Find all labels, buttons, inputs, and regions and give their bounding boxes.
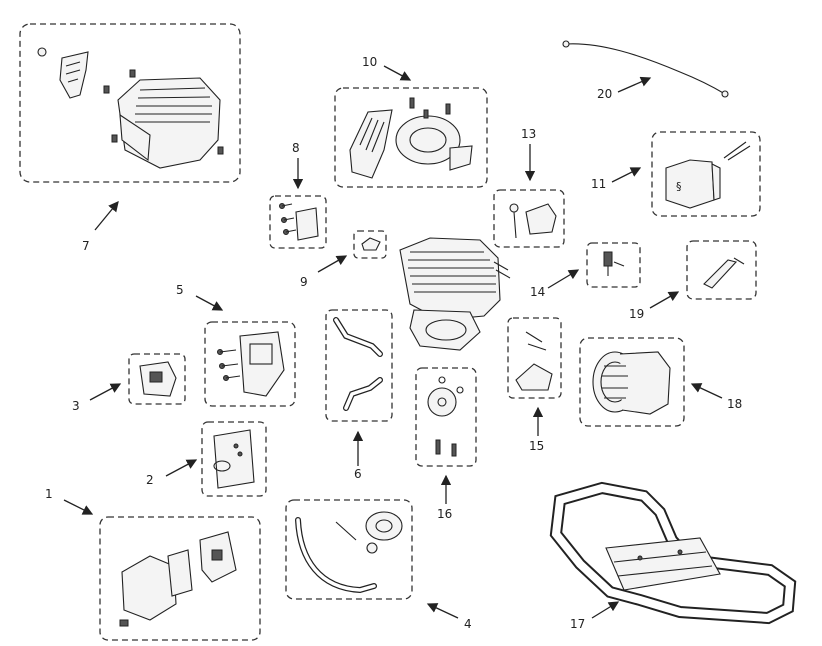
arrow-11 — [611, 167, 642, 183]
group-14-switch — [586, 242, 641, 288]
callout-14: 14 — [530, 285, 545, 299]
arrow-9 — [317, 255, 348, 273]
arrow-18 — [690, 383, 723, 399]
callout-17: 17 — [570, 617, 585, 631]
callout-4: 4 — [464, 617, 472, 631]
callout-6: 6 — [354, 467, 362, 481]
group-7-box — [19, 23, 241, 183]
arrow-7 — [94, 200, 119, 231]
group-4-box — [285, 499, 413, 600]
callout-11: 11 — [591, 177, 606, 191]
group-16-box — [415, 367, 477, 467]
arrow-4 — [426, 603, 459, 619]
group-9-sparkplug — [353, 230, 387, 259]
callout-7: 7 — [82, 239, 90, 253]
group-3-box — [128, 353, 186, 405]
group-11-muffler: § — [651, 131, 761, 217]
group-4-throttle — [285, 499, 413, 600]
callout-15: 15 — [529, 439, 544, 453]
callout-16: 16 — [437, 507, 452, 521]
group-10-box — [334, 87, 488, 188]
group-3-carburetor — [128, 353, 186, 405]
group-15-box — [507, 317, 562, 399]
callout-8: 8 — [292, 141, 300, 155]
group-6-fuel-lines — [325, 309, 393, 422]
group-10-handle — [334, 87, 488, 188]
callout-2: 2 — [146, 473, 154, 487]
arrow-2 — [165, 459, 198, 477]
arrow-19 — [649, 291, 680, 309]
callout-9: 9 — [300, 275, 308, 289]
group-5-box — [204, 321, 296, 407]
group-2-box — [201, 421, 267, 497]
group-13-box — [493, 189, 565, 248]
group-19-tool — [686, 240, 757, 300]
group-9-box — [353, 230, 387, 259]
arrow-10 — [383, 65, 412, 81]
group-20-cable — [562, 40, 729, 98]
arrow-17 — [591, 601, 620, 619]
group-1-air-filter — [99, 516, 261, 641]
engine-block — [399, 237, 511, 351]
callout-1: 1 — [45, 487, 53, 501]
callout-13: 13 — [521, 127, 536, 141]
group-8-box — [269, 195, 327, 249]
arrow-14 — [547, 269, 580, 289]
callout-5: 5 — [176, 283, 184, 297]
arrow-1 — [63, 499, 94, 515]
group-13-ignition — [493, 189, 565, 248]
group-1-box — [99, 516, 261, 641]
group-5-carb-mount — [204, 321, 296, 407]
group-8-gasket — [269, 195, 327, 249]
group-18-box — [579, 337, 685, 427]
arrow-20 — [617, 76, 652, 93]
group-7-engine-cover — [19, 23, 241, 183]
group-17-frame — [549, 481, 797, 625]
group-6-box — [325, 309, 393, 422]
group-11-box — [651, 131, 761, 217]
group-16-clutch — [415, 367, 477, 467]
callout-10: 10 — [362, 55, 377, 69]
callout-20: 20 — [597, 87, 612, 101]
callout-19: 19 — [629, 307, 644, 321]
group-19-box — [686, 240, 757, 300]
group-18-fan-housing — [579, 337, 685, 427]
arrow-3 — [89, 383, 122, 401]
arrow-5 — [195, 295, 224, 311]
callout-18: 18 — [727, 397, 742, 411]
callout-3: 3 — [72, 399, 80, 413]
group-15-parts — [507, 317, 562, 399]
group-14-box — [586, 242, 641, 288]
group-2-gasket — [201, 421, 267, 497]
svg-text:§: § — [676, 180, 682, 193]
